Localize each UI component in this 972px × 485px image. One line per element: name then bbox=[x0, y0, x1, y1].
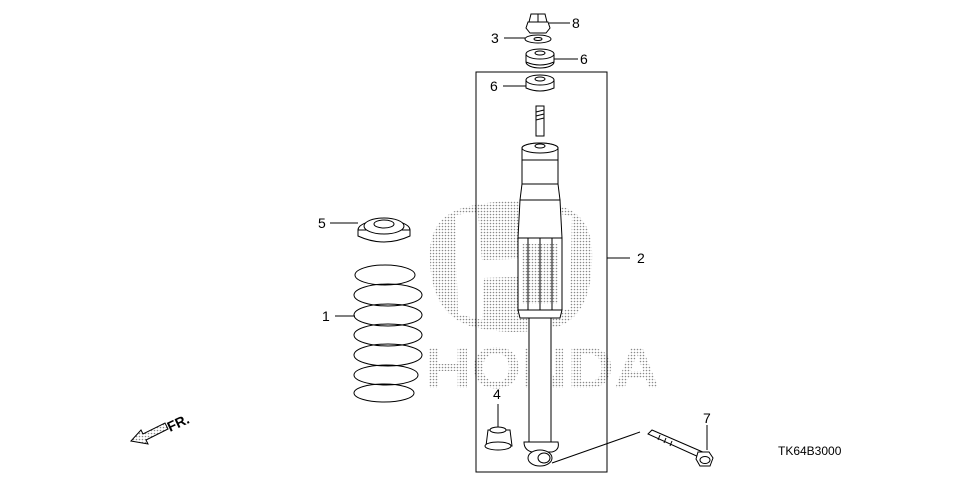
bushing-part bbox=[484, 426, 513, 451]
callout-2: 2 bbox=[637, 250, 645, 266]
coil-spring-part bbox=[353, 264, 423, 403]
shock-assembly-frame bbox=[475, 71, 608, 473]
leader-lines bbox=[330, 22, 708, 464]
callout-5: 5 bbox=[318, 215, 326, 231]
bolt-part bbox=[647, 429, 714, 467]
callout-6-upper: 6 bbox=[580, 51, 588, 67]
upper-rubber-mount-part bbox=[525, 48, 555, 69]
callout-7: 7 bbox=[703, 410, 711, 426]
front-arrow-icon bbox=[130, 422, 169, 445]
flange-nut-part bbox=[525, 13, 551, 34]
callout-labels: 1 2 3 4 5 6 6 7 8 bbox=[318, 15, 711, 426]
washer-part bbox=[524, 34, 552, 44]
direction-label: FR. bbox=[165, 411, 192, 435]
callout-6-lower: 6 bbox=[490, 78, 498, 94]
lower-rubber-mount-part bbox=[525, 74, 555, 92]
callout-1: 1 bbox=[322, 308, 330, 324]
honda-h-logo bbox=[429, 201, 593, 332]
shock-absorber-part bbox=[517, 105, 563, 467]
callout-4: 4 bbox=[493, 386, 501, 402]
front-direction-indicator: FR. bbox=[130, 411, 192, 445]
diagram-code: TK64B3000 bbox=[778, 444, 842, 458]
callout-8: 8 bbox=[572, 15, 580, 31]
spring-seat-part bbox=[357, 217, 411, 243]
callout-3: 3 bbox=[491, 30, 499, 46]
